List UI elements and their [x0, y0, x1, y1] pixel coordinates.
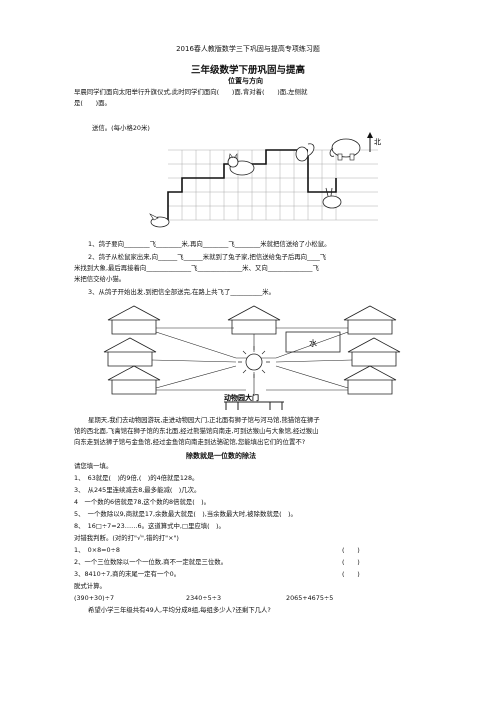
judge-item-text: 1、 0×8=0÷8 [74, 546, 120, 554]
water-label: 水 [309, 338, 317, 348]
rabbit-icon [322, 187, 342, 209]
section-heading-position: 位置与方向 [228, 77, 263, 85]
page-header: 2016春人教版数学三下巩固与提高专项练习题 [176, 45, 320, 53]
zoo-gate: 动物园大门 [224, 393, 284, 410]
calc-item: 2340÷5÷3 [186, 594, 222, 602]
zoo-paragraph-line-3: 向东走到达狮子馆与金鱼馆,经过金鱼馆向南走到达骆驼馆,您能填出它们的位置不? [74, 438, 306, 446]
cat-icon [227, 153, 255, 176]
pigeon-icon [149, 213, 170, 228]
page-title: 三年级数学下册巩固与提高 [190, 65, 305, 76]
house-bottom-right [343, 365, 397, 395]
question-1: 1、鸽子要向________飞________米,再向________飞____… [88, 240, 331, 248]
house-mid-left [103, 337, 157, 367]
house-bottom-left [107, 365, 161, 395]
judge-item-blank: ( ) [342, 558, 360, 566]
delivery-route-map: 北 [149, 132, 381, 228]
fill-item: 4 一个数的6倍就是78,这个数的8倍就是( )。 [74, 498, 210, 506]
zoo-gate-label: 动物园大门 [224, 393, 259, 402]
judge-item-blank: ( ) [342, 570, 360, 578]
north-label: 北 [374, 138, 381, 146]
judge-item-text: 2、一个三位数除以一个一位数,商不一定就是三位数。 [74, 558, 228, 566]
judge-item-text: 3、8410÷7,商的末尾一定有一个0。 [74, 570, 181, 578]
squirrel-icon [295, 143, 315, 162]
calc-item: (390+30)÷7 [74, 594, 115, 602]
word-problem: 希望小学三年级共有49人,平均分成8组,每组多少人?还剩下几人? [88, 606, 271, 614]
fill-item: 5、 一个数除以9,商就是17,余数最大就是( ),当余数最大时,被除数就是( … [74, 510, 297, 518]
fill-item: 8、 16□÷7=23……6。这道算式中,□里应填( )。 [74, 522, 225, 530]
intro-line-2: 是( )面。 [74, 99, 111, 107]
section-heading-division: 除数就是一位数的除法 [186, 452, 256, 460]
question-2-line-1: 2、鸽子从松鼠家出来,向______飞______米就到了兔子家,把信送给兔子后… [88, 253, 327, 261]
north-arrow: 北 [367, 132, 381, 152]
question-2-line-2: 米找到大象,最后再接着向______________飞_____________… [74, 264, 319, 272]
judge-item-blank: ( ) [342, 546, 360, 554]
intro-line-1: 早晨同学们面向太阳举行升旗仪式,此时同学们面向( )面,背对着( )面,左侧就 [74, 88, 308, 96]
question-3: 3、从鸽子开始出发,到把信全部送完,在路上共飞了__________米。 [88, 288, 276, 296]
fill-item: 3、 从245里连续减去8,最多能减( )几次。 [74, 486, 201, 494]
map-grid [168, 149, 378, 221]
house-top-right [343, 305, 397, 335]
house-top-center [227, 305, 281, 335]
fill-item: 1、 63就是( )的9倍,( )的4倍就是128。 [74, 474, 199, 482]
question-2-line-3: 米把信交给小猫。 [74, 275, 126, 283]
elephant-icon [329, 138, 361, 161]
judge-heading: 对错我判断。(对的打"√",错的打"×") [74, 534, 179, 542]
water-pond [285, 331, 341, 353]
calc-item: 2065+4675÷5 [286, 594, 334, 602]
house-top-left [107, 305, 161, 335]
zoo-houses [103, 305, 401, 395]
zoo-paragraph-line-2: 馆的西北面,飞禽馆在狮子馆的东北面,经过熊猫馆向南走,可到达猴山与大象馆,经过猴… [74, 427, 319, 435]
letter-note: 送信。(每小格20米) [92, 124, 150, 132]
zoo-paragraph-line-1: 星期天,我们去动物园游玩,走进动物园大门,正北面有狮子馆与河马馆,熊猫馆在狮子 [88, 416, 320, 424]
fill-heading: 请您填一填。 [74, 462, 113, 470]
sun-icon [238, 346, 270, 378]
zoo-map: 水 动物园大门 [103, 305, 401, 410]
house-mid-right [347, 337, 401, 367]
calc-heading: 脱式计算。 [74, 582, 106, 590]
